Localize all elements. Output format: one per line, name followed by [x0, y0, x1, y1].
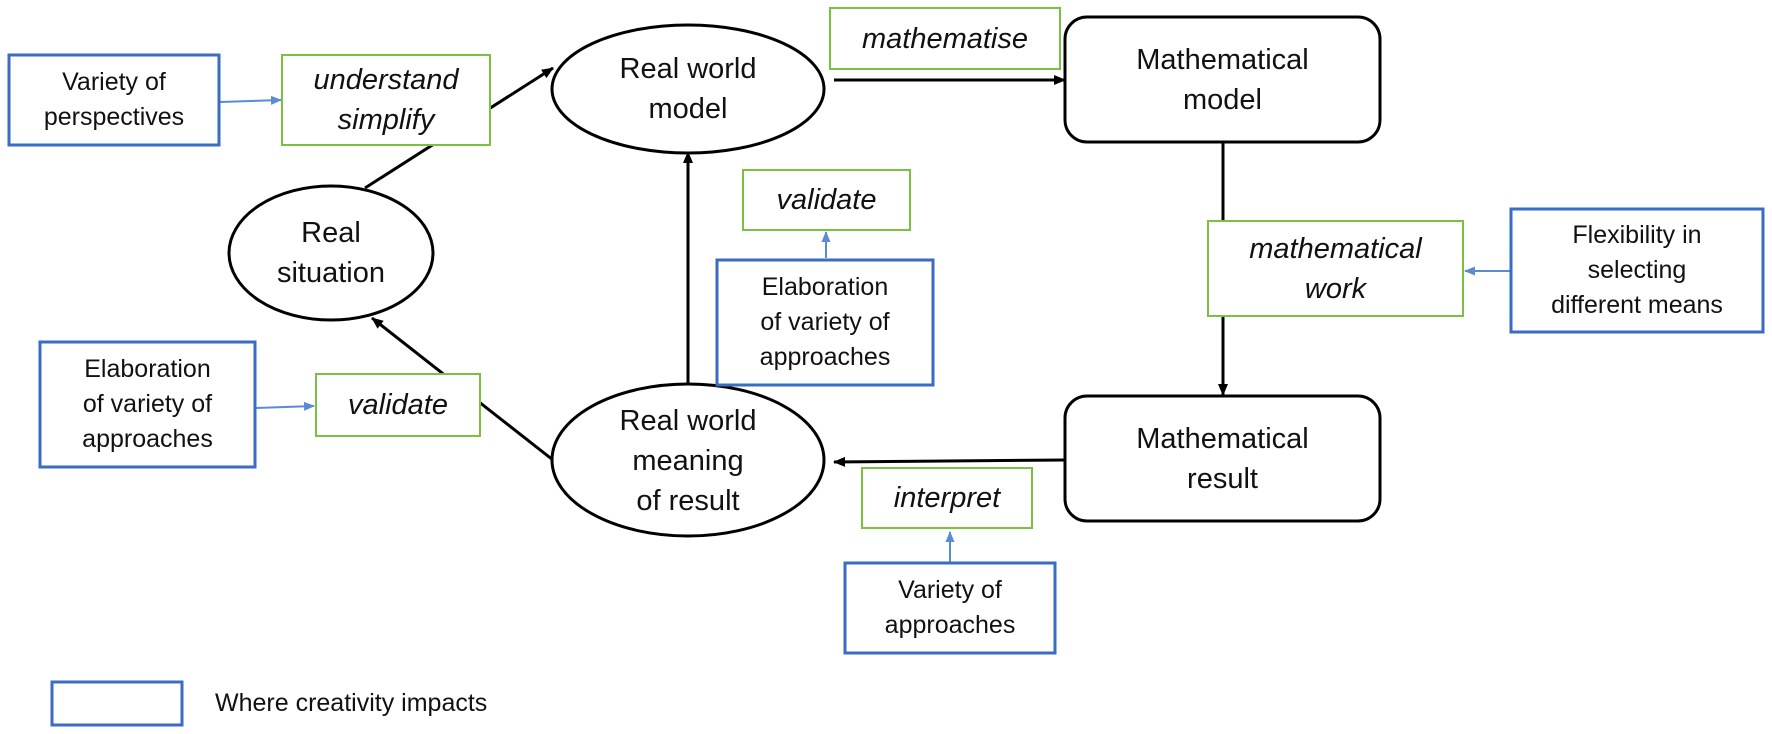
impact-variety-approaches-box [843, 561, 1057, 655]
impact-elaboration-center-box [715, 258, 935, 387]
node-real-world-meaning-label: Real world meaning of result [619, 405, 757, 517]
impact-variety-approaches-label: Variety of approaches [884, 576, 1016, 639]
step-mathematical-work-label: mathematical work [1249, 232, 1422, 305]
node-mathematical-model-label: Mathematical model [1136, 43, 1309, 116]
step-mathematical-work-box [1207, 220, 1464, 317]
node-real-situation-shape [227, 184, 435, 322]
impact-perspectives-box [7, 53, 221, 147]
impact-flexibility-label: Flexibility in selecting different means [1551, 221, 1723, 319]
node-real-world-model-label: Real world model [619, 53, 757, 125]
impact-flexibility-box [1509, 207, 1765, 334]
impact-elaboration-left-box [38, 340, 257, 469]
node-mathematical-model-shape [1063, 15, 1382, 144]
step-interpret-box [861, 467, 1033, 529]
node-real-world-model-shape [550, 23, 826, 155]
step-validate-left-box [315, 373, 481, 437]
arrow-interpret [833, 456, 1066, 467]
node-real-situation-label: Real situation [276, 217, 385, 289]
legend-blue-box-icon [50, 680, 184, 727]
step-mathematise-label: mathematise [861, 22, 1028, 55]
impact-arrow-perspectives [219, 95, 282, 105]
node-mathematical-result-shape [1063, 394, 1382, 523]
step-validate-center-label: validate [776, 184, 877, 216]
node-mathematical-result-label: Mathematical result [1136, 422, 1309, 495]
impact-arrow-validate-left [255, 401, 315, 411]
step-validate-center-box [742, 169, 911, 231]
impact-perspectives-label: Variety of perspectives [43, 68, 185, 131]
step-understand-simplify-label: understand simplify [313, 64, 459, 136]
impact-elaboration-center-label: Elaboration of variety of approaches [759, 273, 891, 371]
step-validate-left-label: validate [348, 389, 448, 421]
step-interpret-label: interpret [893, 482, 1001, 514]
legend-label: Where creativity impacts [215, 689, 488, 717]
node-real-world-meaning-shape [550, 382, 826, 538]
step-understand-simplify-box [281, 54, 491, 146]
step-mathematise-box [829, 7, 1061, 70]
impact-elaboration-left-label: Elaboration of variety of approaches [82, 355, 213, 453]
